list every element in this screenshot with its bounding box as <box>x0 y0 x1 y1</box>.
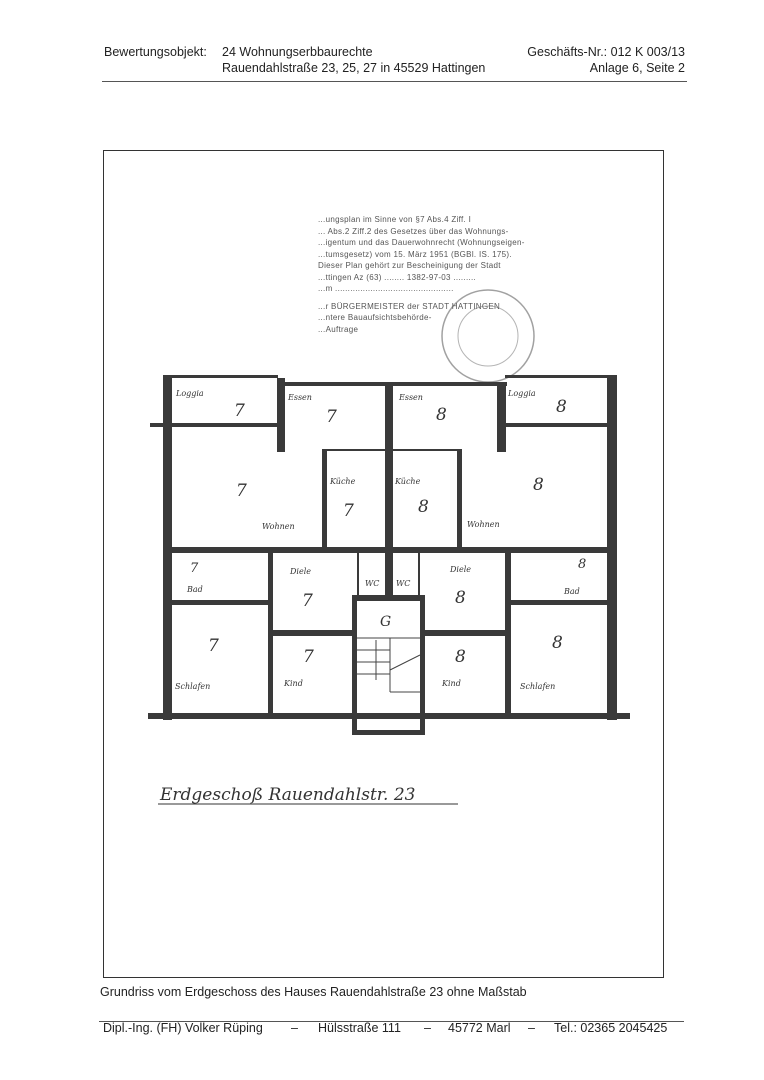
unit-number: 7 <box>190 561 199 576</box>
footer-phone: Tel.: 02365 2045425 <box>554 1021 668 1035</box>
label-diele-right: Diele <box>449 565 471 574</box>
label-wohnen-right: Wohnen <box>467 520 500 529</box>
unit-number: 8 <box>556 397 567 417</box>
unit-number: 7 <box>343 501 354 521</box>
label-kueche-right: Küche <box>394 477 421 486</box>
label-kind-left: Kind <box>283 679 303 688</box>
label-wohnen-left: Wohnen <box>262 522 295 531</box>
object-label: Bewertungsobjekt: <box>104 45 207 59</box>
cert-line: ...tumsgesetz) vom 15. März 1951 (BGBl. … <box>318 249 512 259</box>
object-line-1: 24 Wohnungserbbaurechte <box>222 45 373 59</box>
footer-sep: – <box>291 1021 298 1035</box>
unit-number: 8 <box>533 475 544 495</box>
cert-line: ...m ...................................… <box>318 284 454 293</box>
footer-rule <box>99 1021 684 1022</box>
annex-page: Anlage 6, Seite 2 <box>589 61 685 75</box>
unit-number: 8 <box>455 588 466 608</box>
label-bad-left: Bad <box>186 585 203 594</box>
footer-sep: – <box>424 1021 431 1035</box>
cert-line: ...r BÜRGERMEISTER der STADT HATTINGEN <box>318 301 501 311</box>
unit-number: 8 <box>552 633 563 653</box>
unit-number: 7 <box>208 636 219 656</box>
cert-line: Dieser Plan gehört zur Bescheinigung der… <box>318 261 501 270</box>
unit-number: 7 <box>236 481 247 501</box>
footer-city: 45772 Marl <box>448 1021 511 1035</box>
label-essen-left: Essen <box>287 393 312 402</box>
label-loggia-right: Loggia <box>507 389 536 398</box>
plan-frame <box>103 150 664 978</box>
footer-name: Dipl.-Ing. (FH) Volker Rüping <box>103 1021 263 1035</box>
cert-line: ...ungsplan im Sinne von §7 Abs.4 Ziff. … <box>318 215 472 224</box>
unit-number: 7 <box>302 591 313 611</box>
label-schlafen-left: Schlafen <box>175 682 210 691</box>
room-labels: Loggia Essen Essen Loggia Küche Küche Wo… <box>175 389 580 691</box>
unit-number: 7 <box>303 647 314 667</box>
unit-number: 8 <box>418 497 429 517</box>
label-wc-right: WC <box>396 579 410 588</box>
cert-line: ... Abs.2 Ziff.2 des Gesetzes über das W… <box>318 226 509 236</box>
footer-street: Hülsstraße 111 <box>318 1021 401 1035</box>
label-wc-left: WC <box>365 579 379 588</box>
walls <box>148 375 630 735</box>
city-stamp <box>441 289 535 383</box>
unit-number: 8 <box>436 405 447 425</box>
stair-lines <box>357 637 421 693</box>
unit-number: 8 <box>455 647 466 667</box>
label-loggia-left: Loggia <box>175 389 204 398</box>
case-number: Geschäfts-Nr.: 012 K 003/13 <box>527 45 685 59</box>
certificate-text: ...ungsplan im Sinne von §7 Abs.4 Ziff. … <box>318 214 525 335</box>
handwritten-caption: Erdgeschoß Rauendahlstr. 23 <box>159 785 416 805</box>
label-diele-left: Diele <box>289 567 311 576</box>
unit-numbers: 7 7 7 7 7 7 7 7 8 8 8 8 8 8 8 8 G <box>190 397 586 667</box>
cert-line: ...ttingen Az (63) ........ 1382-97-03 .… <box>318 272 477 282</box>
label-essen-right: Essen <box>398 393 423 402</box>
plan-caption: Grundriss vom Erdgeschoss des Hauses Rau… <box>100 985 527 999</box>
cert-line: ...igentum und das Dauerwohnrecht (Wohnu… <box>318 238 525 247</box>
label-schlafen-right: Schlafen <box>520 682 555 691</box>
footer-sep: – <box>528 1021 535 1035</box>
object-line-2: Rauendahlstraße 23, 25, 27 in 45529 Hatt… <box>222 61 486 75</box>
header-rule <box>102 81 687 82</box>
unit-number: 8 <box>578 557 586 572</box>
cert-line: ...ntere Bauaufsichtsbehörde- <box>318 313 432 322</box>
unit-number: 7 <box>234 401 245 421</box>
label-kueche-left: Küche <box>329 477 356 486</box>
label-bad-right: Bad <box>563 587 580 596</box>
cert-line: ...Auftrage <box>318 324 359 334</box>
label-kind-right: Kind <box>441 679 461 688</box>
stair-label: G <box>380 614 391 630</box>
unit-number: 7 <box>326 407 337 427</box>
